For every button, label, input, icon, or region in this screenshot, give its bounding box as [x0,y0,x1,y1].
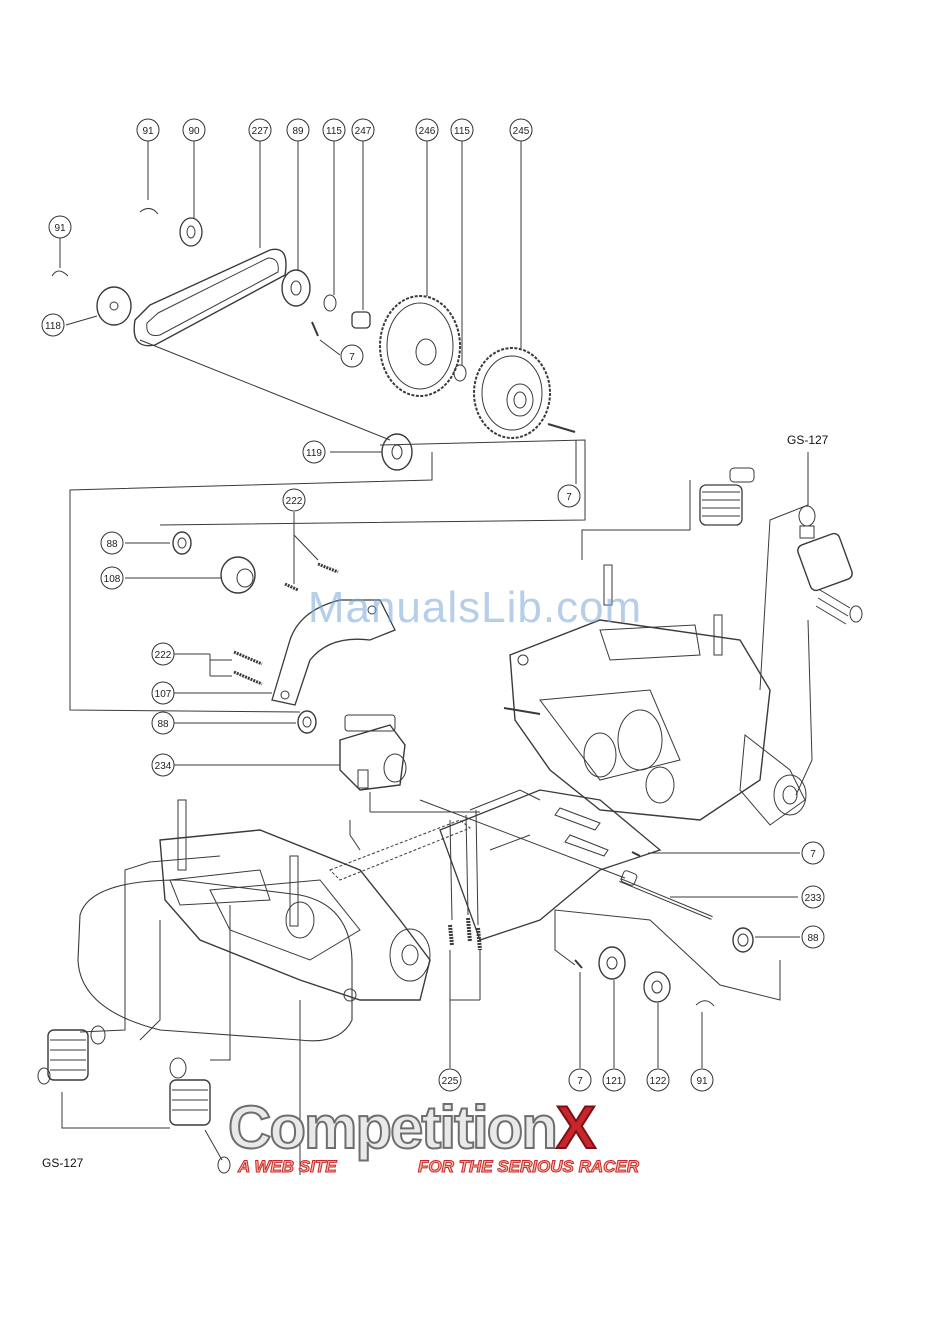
callout-222b: 222 [152,643,174,665]
shock-front-center [170,1058,230,1173]
gs-127-label-top: GS-127 [787,433,828,447]
bearing-88-mid [298,711,316,733]
callout-246: 246 [416,119,438,141]
svg-text:115: 115 [454,126,470,137]
svg-text:121: 121 [606,1076,623,1087]
shock-gs-127-left [38,1026,105,1084]
callout-90: 90 [183,119,205,141]
belt-227 [134,249,286,345]
competitionx-logo: CompetitionX [228,1098,594,1158]
svg-text:227: 227 [252,126,269,137]
callout-91b: 91 [49,216,71,238]
logo-subtitle-right: FOR THE SERIOUS RACER [418,1158,639,1176]
callout-91a: 91 [137,119,159,141]
gs-127-label-bottom: GS-127 [42,1156,83,1170]
bearing-88-top [173,532,191,554]
svg-text:234: 234 [155,761,172,772]
callout-233: 233 [802,886,824,908]
callout-89: 89 [287,119,309,141]
e-clip-91 [52,271,68,276]
e-clip-91-right [696,1001,714,1006]
e-clip-91-upper [140,208,158,214]
callout-115a: 115 [323,119,345,141]
svg-text:88: 88 [106,539,118,550]
callout-247: 247 [352,119,374,141]
bearing-247 [352,312,370,328]
svg-text:107: 107 [155,689,172,700]
svg-text:119: 119 [306,448,322,459]
bearing-88-right [733,928,753,952]
svg-text:118: 118 [45,321,61,332]
svg-text:233: 233 [805,893,822,904]
svg-text:88: 88 [807,933,819,944]
callout-107: 107 [152,682,174,704]
callout-88a: 88 [101,532,123,554]
callout-122: 122 [647,1069,669,1091]
callout-119: 119 [303,441,325,463]
callout-7c: 7 [802,842,824,864]
callout-222a: 222 [283,489,305,511]
svg-text:222: 222 [286,496,303,507]
callout-227: 227 [249,119,271,141]
callout-245: 245 [510,119,532,141]
manualslib-watermark: ManualsLib.com [0,583,950,633]
pin-7-b [548,424,575,432]
svg-text:7: 7 [349,352,355,363]
washer-115 [324,295,336,311]
callout-234: 234 [152,754,174,776]
logo-subtitle-left: A WEB SITE [238,1158,337,1176]
svg-text:91: 91 [696,1076,708,1087]
callout-91c: 91 [691,1069,713,1091]
washer-122 [644,972,670,1002]
screws-225 [450,918,480,950]
svg-text:91: 91 [54,223,66,234]
svg-text:7: 7 [810,849,816,860]
svg-text:89: 89 [292,126,304,137]
shaft-233 [620,870,712,918]
front-chassis-assembly [160,800,470,1001]
front-body-outline [78,880,352,1041]
svg-text:222: 222 [155,650,172,661]
svg-text:7: 7 [566,492,572,503]
callout-88c: 88 [802,926,824,948]
pulley-118 [97,287,131,325]
logo-main-text: Competition [228,1094,556,1161]
callout-7a: 7 [341,345,363,367]
svg-text:7: 7 [577,1076,583,1087]
washer-90 [180,218,202,246]
svg-text:122: 122 [650,1076,667,1087]
pulley-119 [382,434,412,470]
svg-text:90: 90 [188,126,200,137]
pulley-89 [282,270,310,306]
logo-x-text: X [556,1094,594,1161]
callout-118: 118 [42,314,64,336]
svg-text:246: 246 [419,126,436,137]
svg-text:247: 247 [355,126,372,137]
callout-225: 225 [439,1069,461,1091]
pin-7-c [632,852,640,856]
svg-text:88: 88 [157,719,169,730]
pin-7 [312,322,318,336]
callout-115b: 115 [451,119,473,141]
shock-top-center [700,468,754,525]
washer-115-b [454,365,466,381]
bearing-holder-234 [340,715,406,790]
spur-gear-245 [474,348,550,438]
callout-7d: 7 [569,1069,591,1091]
pulley-121 [599,947,625,979]
svg-text:91: 91 [142,126,154,137]
callout-121: 121 [603,1069,625,1091]
svg-text:225: 225 [442,1076,459,1087]
svg-text:245: 245 [513,126,530,137]
svg-text:115: 115 [326,126,342,137]
callout-88b: 88 [152,712,174,734]
spur-gear-246 [380,296,460,396]
callout-7b: 7 [558,485,580,507]
